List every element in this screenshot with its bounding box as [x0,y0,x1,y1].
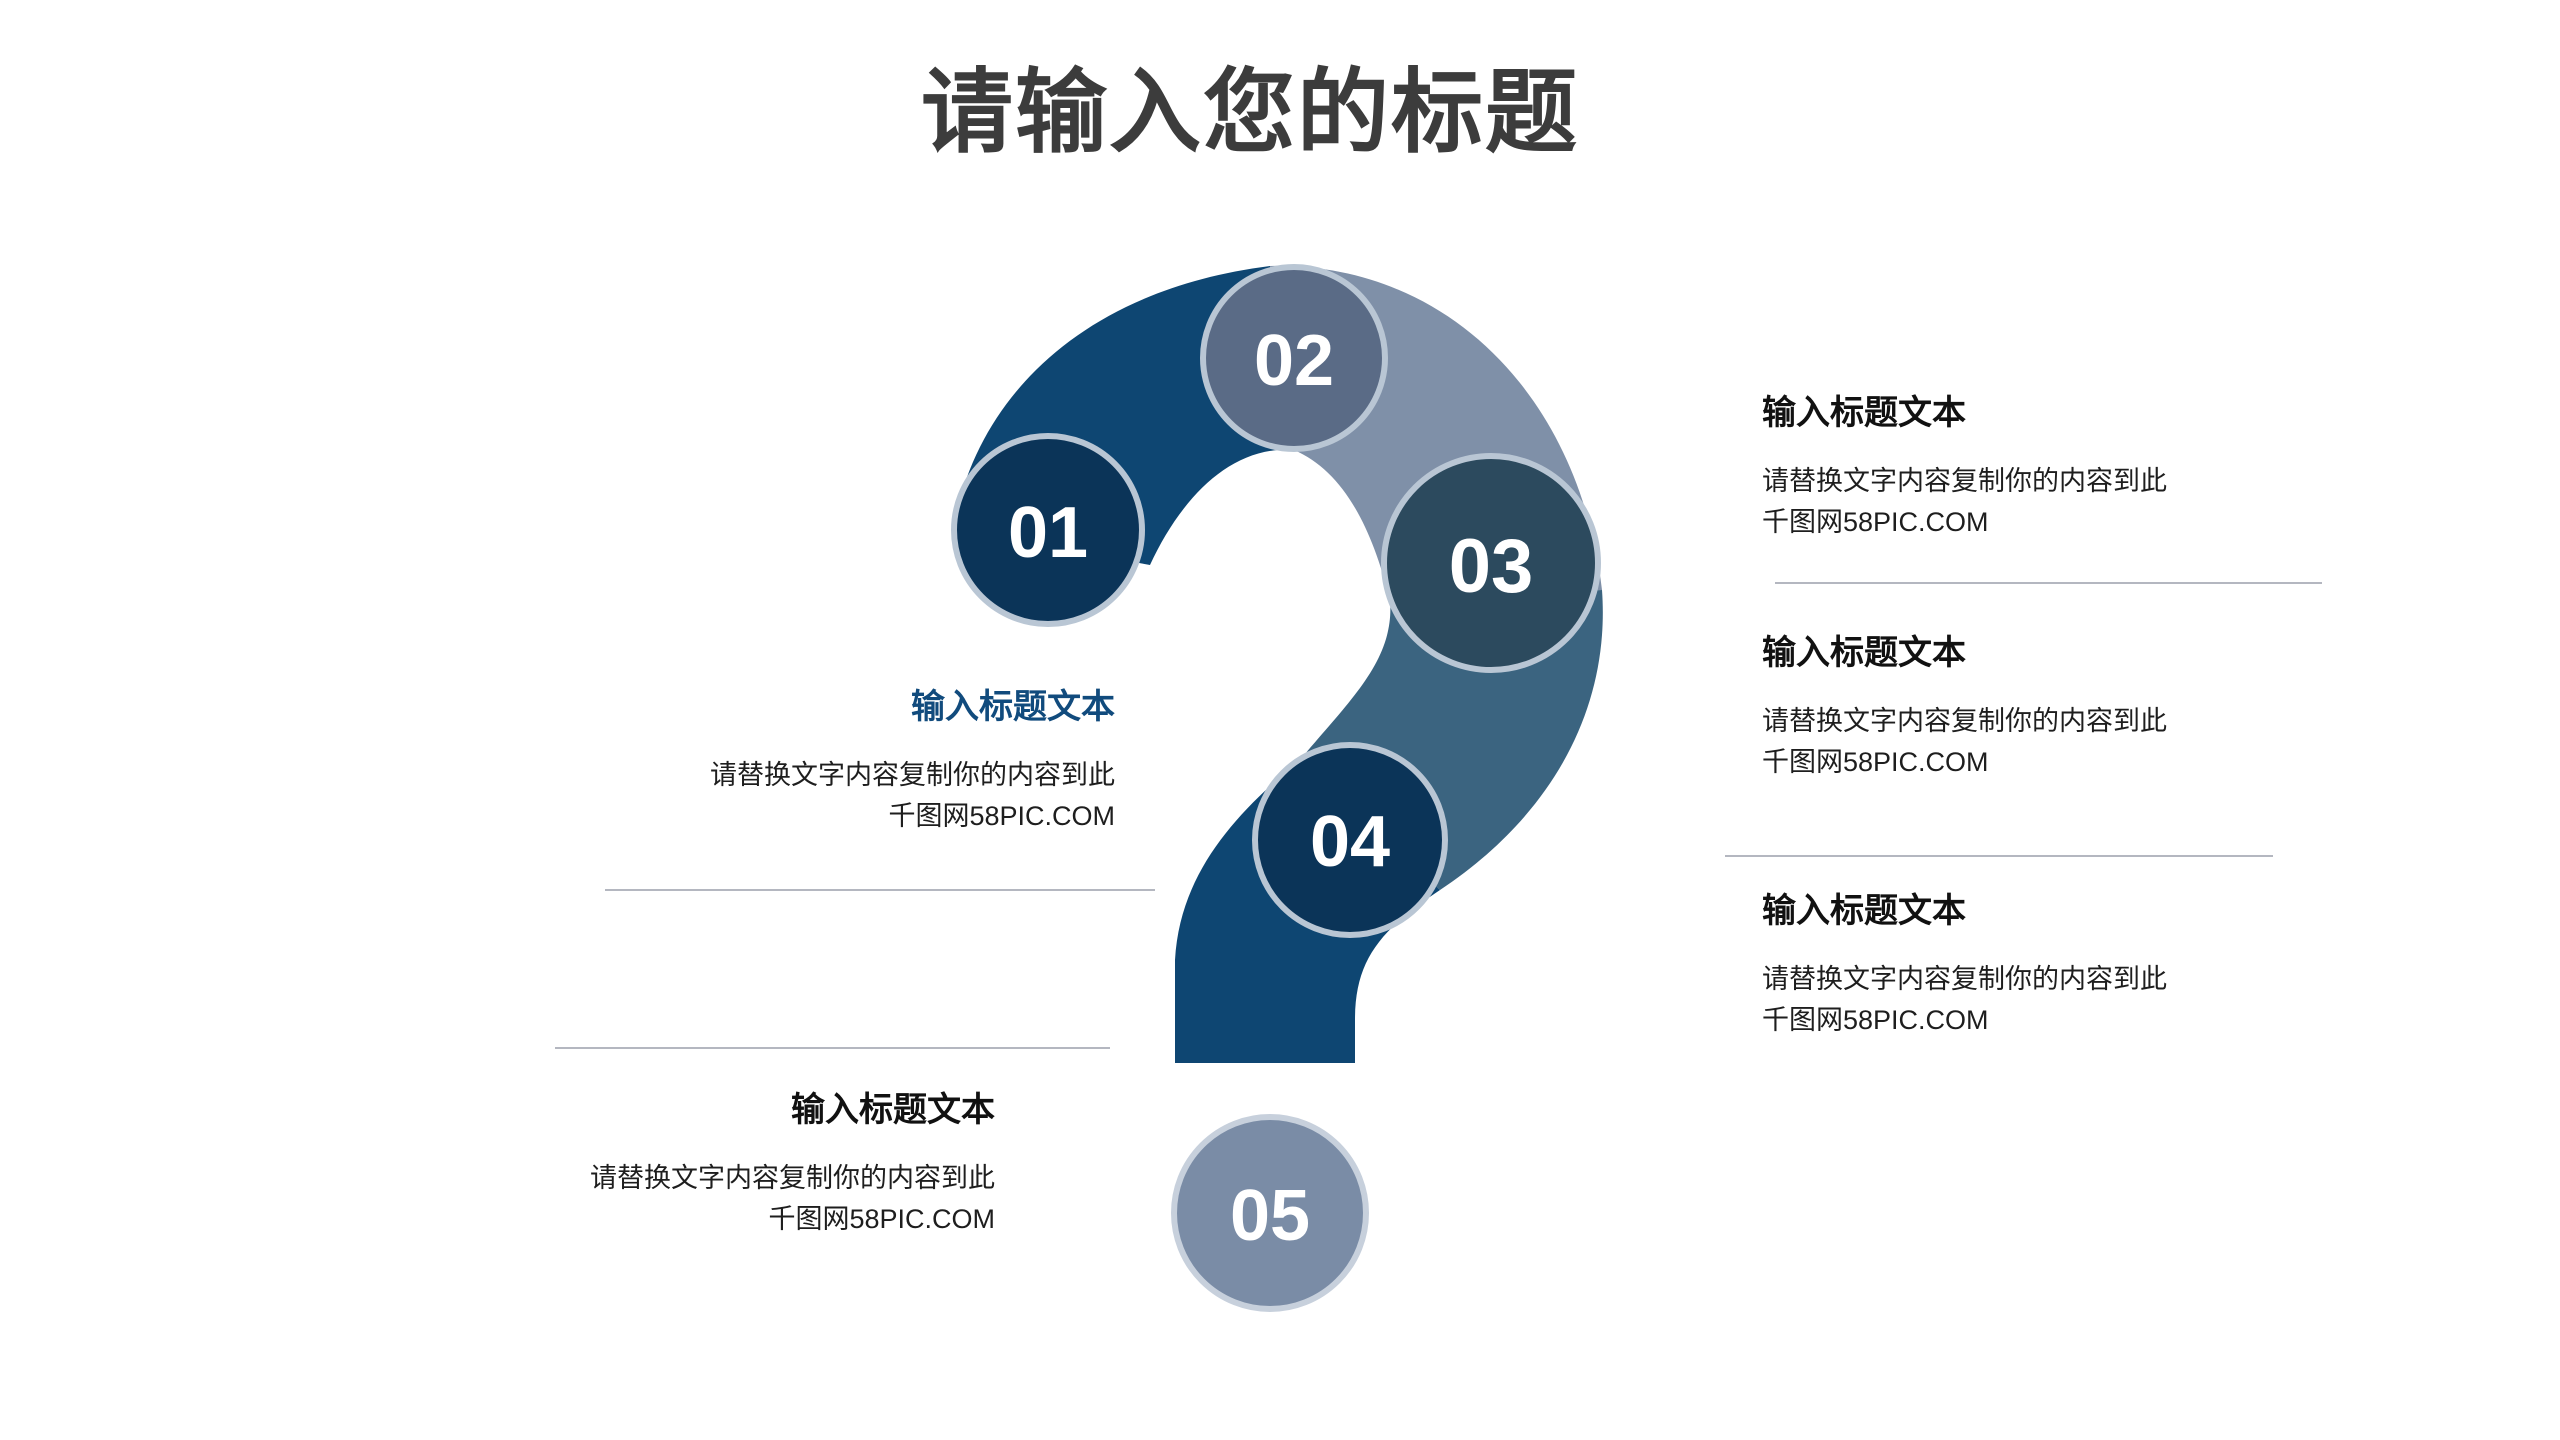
step-circle-01: 01 [951,433,1145,627]
svg-text:04: 04 [1310,802,1390,882]
page-title: 请输入您的标题 [920,62,1579,164]
step-04-heading: 输入标题文本 [1762,892,1966,930]
step-02-heading: 输入标题文本 [1762,394,1966,432]
step-circle-04: 04 [1252,742,1448,938]
svg-text:01: 01 [1008,493,1088,573]
step-01-text-block: 输入标题文本 请替换文字内容复制你的内容到此 千图网58PIC.COM [555,685,1115,837]
divider-right-1 [1775,582,2322,584]
step-01-body: 请替换文字内容复制你的内容到此 千图网58PIC.COM [710,760,1115,831]
svg-text:03: 03 [1449,524,1534,609]
step-04-body: 请替换文字内容复制你的内容到此 千图网58PIC.COM [1762,964,2167,1035]
step-02-text-block: 输入标题文本 请替换文字内容复制你的内容到此 千图网58PIC.COM [1762,391,2322,543]
step-02-body: 请替换文字内容复制你的内容到此 千图网58PIC.COM [1762,466,2167,537]
step-circle-03: 03 [1381,453,1601,673]
divider-left-1 [605,889,1155,891]
step-05-text-block: 输入标题文本 请替换文字内容复制你的内容到此 千图网58PIC.COM [435,1088,995,1240]
svg-text:05: 05 [1230,1176,1310,1256]
step-05-heading: 输入标题文本 [791,1091,995,1129]
step-circle-02: 02 [1200,264,1388,452]
step-05-body: 请替换文字内容复制你的内容到此 千图网58PIC.COM [590,1163,995,1234]
step-03-heading: 输入标题文本 [1762,634,1966,672]
step-03-text-block: 输入标题文本 请替换文字内容复制你的内容到此 千图网58PIC.COM [1762,631,2322,783]
step-03-body: 请替换文字内容复制你的内容到此 千图网58PIC.COM [1762,706,2167,777]
divider-left-2 [555,1047,1110,1049]
step-01-heading: 输入标题文本 [911,688,1115,726]
divider-right-2 [1725,855,2273,857]
step-04-text-block: 输入标题文本 请替换文字内容复制你的内容到此 千图网58PIC.COM [1762,889,2322,1041]
step-circle-05: 05 [1171,1114,1369,1312]
svg-text:02: 02 [1254,321,1334,401]
